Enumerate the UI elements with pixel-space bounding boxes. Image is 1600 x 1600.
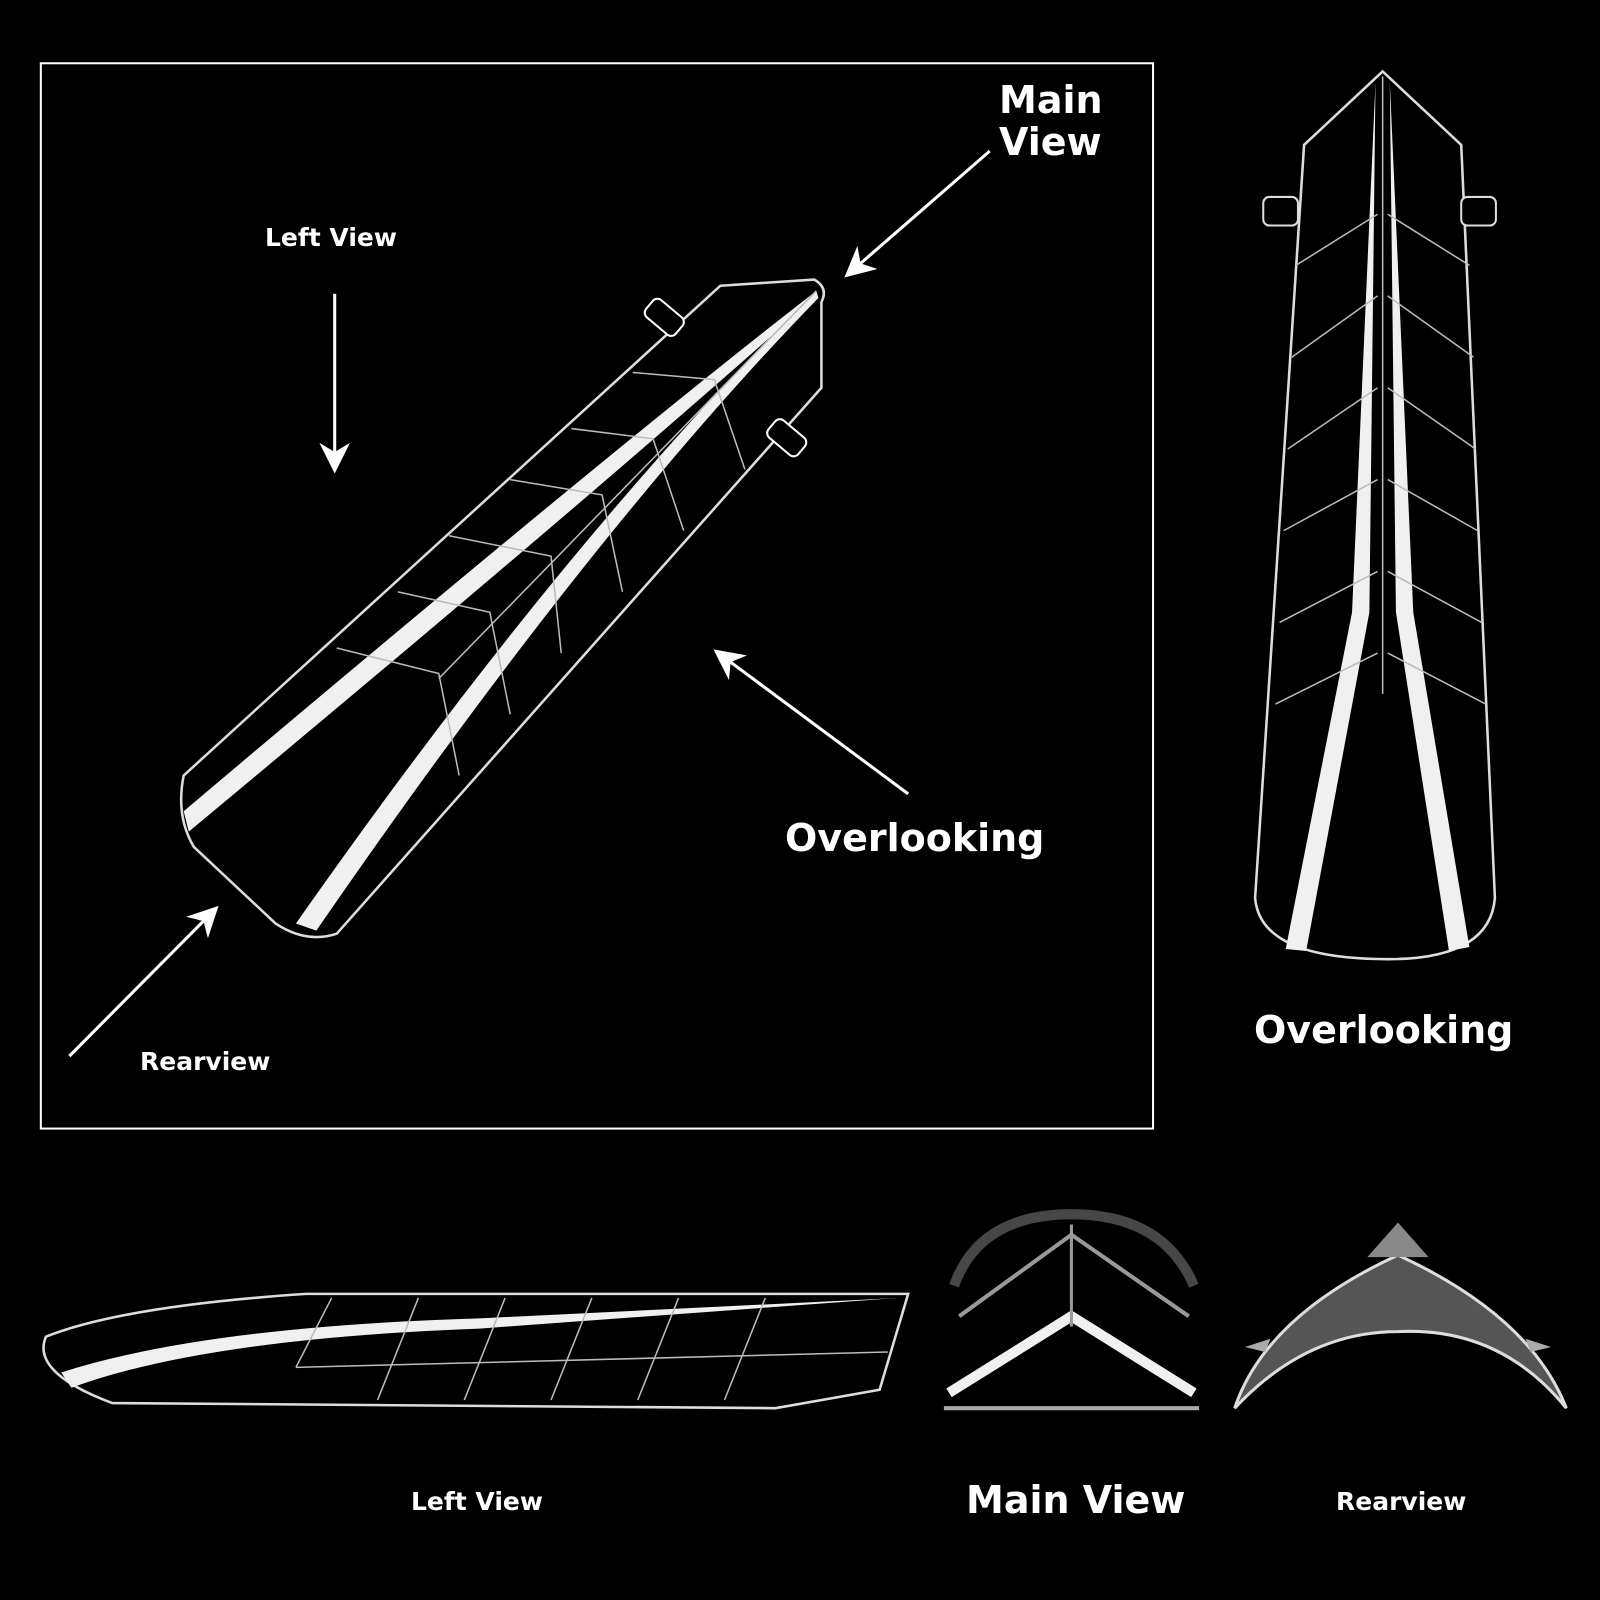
label-left-view-bottom: Left View [411,1487,543,1516]
label-overlooking-main: Overlooking [785,816,1045,860]
label-main-view-top: Main View [999,78,1103,164]
main-frame [39,62,1155,1130]
label-main-view-line1: Main [999,78,1103,122]
main-view-product [943,1209,1199,1411]
left-view-product [42,1292,910,1410]
arrow-rearview [68,905,219,1058]
arrow-main-view [844,149,991,278]
rearview-product [1233,1222,1568,1410]
label-rearview-bottom: Rearview [1336,1487,1467,1516]
perspective-product [179,278,826,939]
label-main-view-line2: View [999,119,1102,164]
label-left-view-top: Left View [265,223,397,252]
label-rearview-main: Rearview [140,1047,271,1076]
label-main-view-bottom: Main View [966,1478,1186,1522]
label-overlooking-side: Overlooking [1254,1008,1514,1052]
overlooking-product [1253,69,1497,961]
arrow-overlooking [713,649,910,796]
